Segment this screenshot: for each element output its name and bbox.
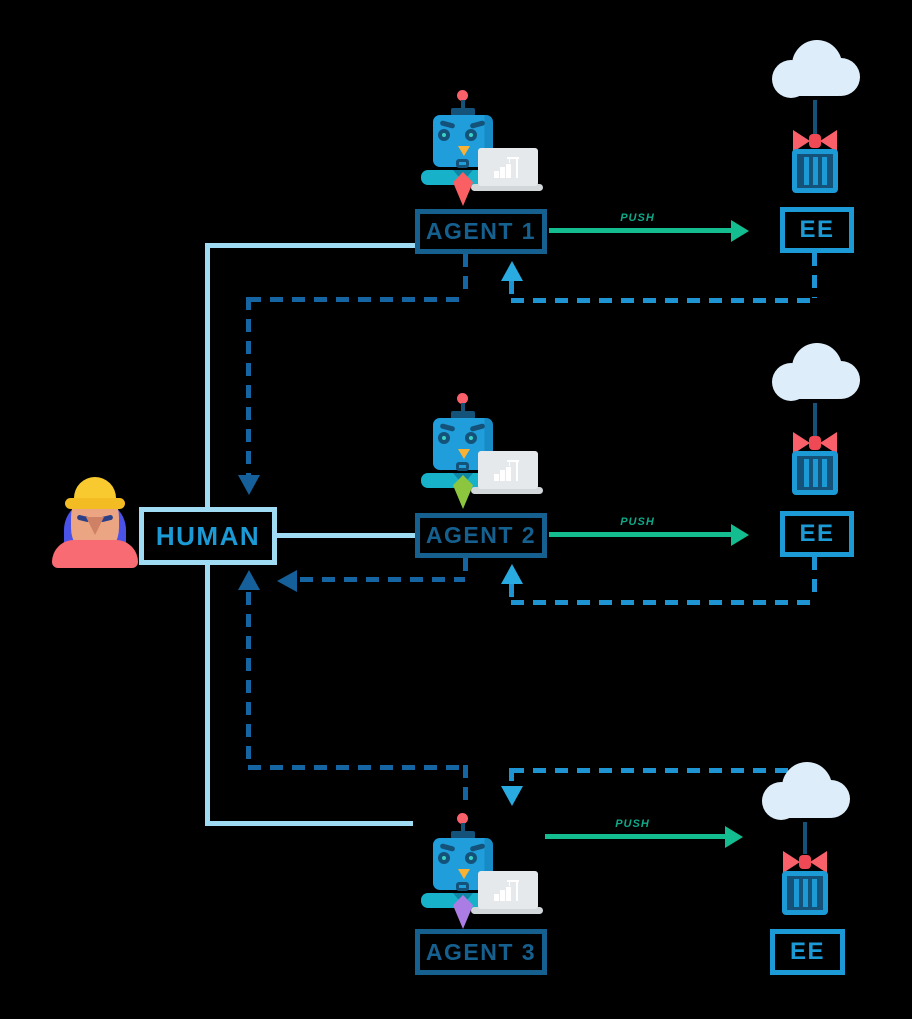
robot-eye-right (465, 432, 477, 444)
construction-worker-icon (48, 472, 144, 568)
robot-eye-left (438, 129, 450, 141)
ee1-hanging-line (813, 100, 817, 142)
worker-nose (86, 517, 104, 535)
dashed-ee1-to-agent1-h (511, 298, 814, 303)
ee3-label: EE (789, 938, 825, 965)
push-label-1: PUSH (620, 212, 655, 224)
laptop-base (471, 907, 543, 914)
dashed-ee2-to-agent2-h (511, 600, 814, 605)
push-arrow-1 (549, 228, 731, 233)
connector-human-to-agent2 (277, 533, 417, 538)
connector-human-to-agent3 (205, 821, 413, 826)
laptop-base (471, 487, 543, 494)
arrow-into-human-bottom-icon (238, 570, 260, 590)
ee2-bow-icon (793, 432, 837, 454)
dashed-agent3-up (463, 765, 468, 807)
ee3-cloud-icon (762, 762, 850, 826)
laptop-icon (478, 871, 538, 909)
hard-hat-brim (65, 498, 125, 509)
agent2-box: AGENT 2 (415, 513, 547, 558)
dashed-agent2-to-human-h (300, 577, 465, 582)
human-box: HUMAN (139, 507, 277, 565)
antenna-stem (461, 100, 465, 110)
antenna-stem (461, 823, 465, 833)
antenna-ball (457, 393, 468, 404)
dashed-agent3-to-human-v (246, 592, 251, 766)
arrow-into-human-top-icon (238, 475, 260, 495)
ee2-label: EE (799, 520, 835, 547)
ee1-label: EE (799, 216, 835, 243)
robot-mouth (456, 462, 469, 471)
ee3-bow-icon (783, 851, 827, 873)
dashed-agent2-down (463, 558, 468, 578)
dashed-ee2-down (812, 557, 817, 600)
ee1-container-icon (792, 149, 838, 193)
robot-eye-left (438, 852, 450, 864)
crane-glyph-icon (494, 157, 519, 178)
dashed-agent1-to-human-h (248, 297, 465, 302)
robot-mouth (456, 882, 469, 891)
agent3-label: AGENT 3 (425, 938, 537, 965)
robot-eye-right (465, 129, 477, 141)
agent1-label: AGENT 1 (425, 218, 537, 244)
push-label-3: PUSH (615, 818, 650, 830)
push-arrow-2 (549, 532, 731, 537)
laptop-base (471, 184, 543, 191)
dashed-agent1-to-human-v (246, 297, 251, 475)
agent2-label: AGENT 2 (425, 522, 537, 548)
arrow-into-human-right-icon (277, 570, 297, 592)
dashed-ee2-to-agent2-v (509, 584, 514, 600)
dashed-ee1-to-agent1-v (509, 281, 514, 298)
dashed-ee3-to-agent3-v (509, 768, 514, 786)
ee3-box: EE (770, 929, 845, 975)
antenna-mount (451, 108, 475, 116)
connector-human-to-agent1 (205, 243, 417, 248)
robot-eye-left (438, 432, 450, 444)
ee3-hanging-line (803, 822, 807, 854)
human-label: HUMAN (155, 520, 261, 551)
robot-nose (458, 146, 470, 156)
antenna-mount (451, 411, 475, 419)
dashed-ee3-to-agent3-h (511, 768, 788, 773)
antenna-stem (461, 403, 465, 413)
push-arrowhead-3-icon (725, 826, 743, 848)
robot-eye-right (465, 852, 477, 864)
ee2-cloud-icon (772, 343, 860, 407)
dashed-agent1-down (463, 254, 468, 298)
crane-glyph-icon (494, 880, 519, 901)
worker-body (52, 540, 138, 568)
agent3-box: AGENT 3 (415, 929, 547, 975)
robot-mouth (456, 159, 469, 168)
push-arrow-3 (545, 834, 725, 839)
arrow-into-agent1-bottom-icon (501, 261, 523, 281)
laptop-icon (478, 451, 538, 489)
antenna-ball (457, 813, 468, 824)
laptop-icon (478, 148, 538, 186)
robot-nose (458, 449, 470, 459)
ee1-bow-icon (793, 130, 837, 152)
dashed-ee1-down (812, 253, 817, 298)
ee2-container-icon (792, 451, 838, 495)
ee3-container-icon (782, 871, 828, 915)
agent1-box: AGENT 1 (415, 209, 547, 254)
dashed-agent3-to-human-h (248, 765, 465, 770)
crane-glyph-icon (494, 460, 519, 481)
antenna-ball (457, 90, 468, 101)
antenna-mount (451, 831, 475, 839)
push-arrowhead-1-icon (731, 220, 749, 242)
ee1-cloud-icon (772, 40, 860, 104)
robot-nose (458, 869, 470, 879)
arrow-into-agent2-bottom-icon (501, 564, 523, 584)
push-arrowhead-2-icon (731, 524, 749, 546)
robot-agent1-icon (421, 88, 547, 208)
push-label-2: PUSH (620, 516, 655, 528)
ee2-hanging-line (813, 403, 817, 443)
arrow-into-agent3-top-icon (501, 786, 523, 806)
ee1-box: EE (780, 207, 854, 253)
robot-agent2-icon (421, 391, 547, 511)
robot-agent3-icon (421, 811, 547, 931)
ee2-box: EE (780, 511, 854, 557)
